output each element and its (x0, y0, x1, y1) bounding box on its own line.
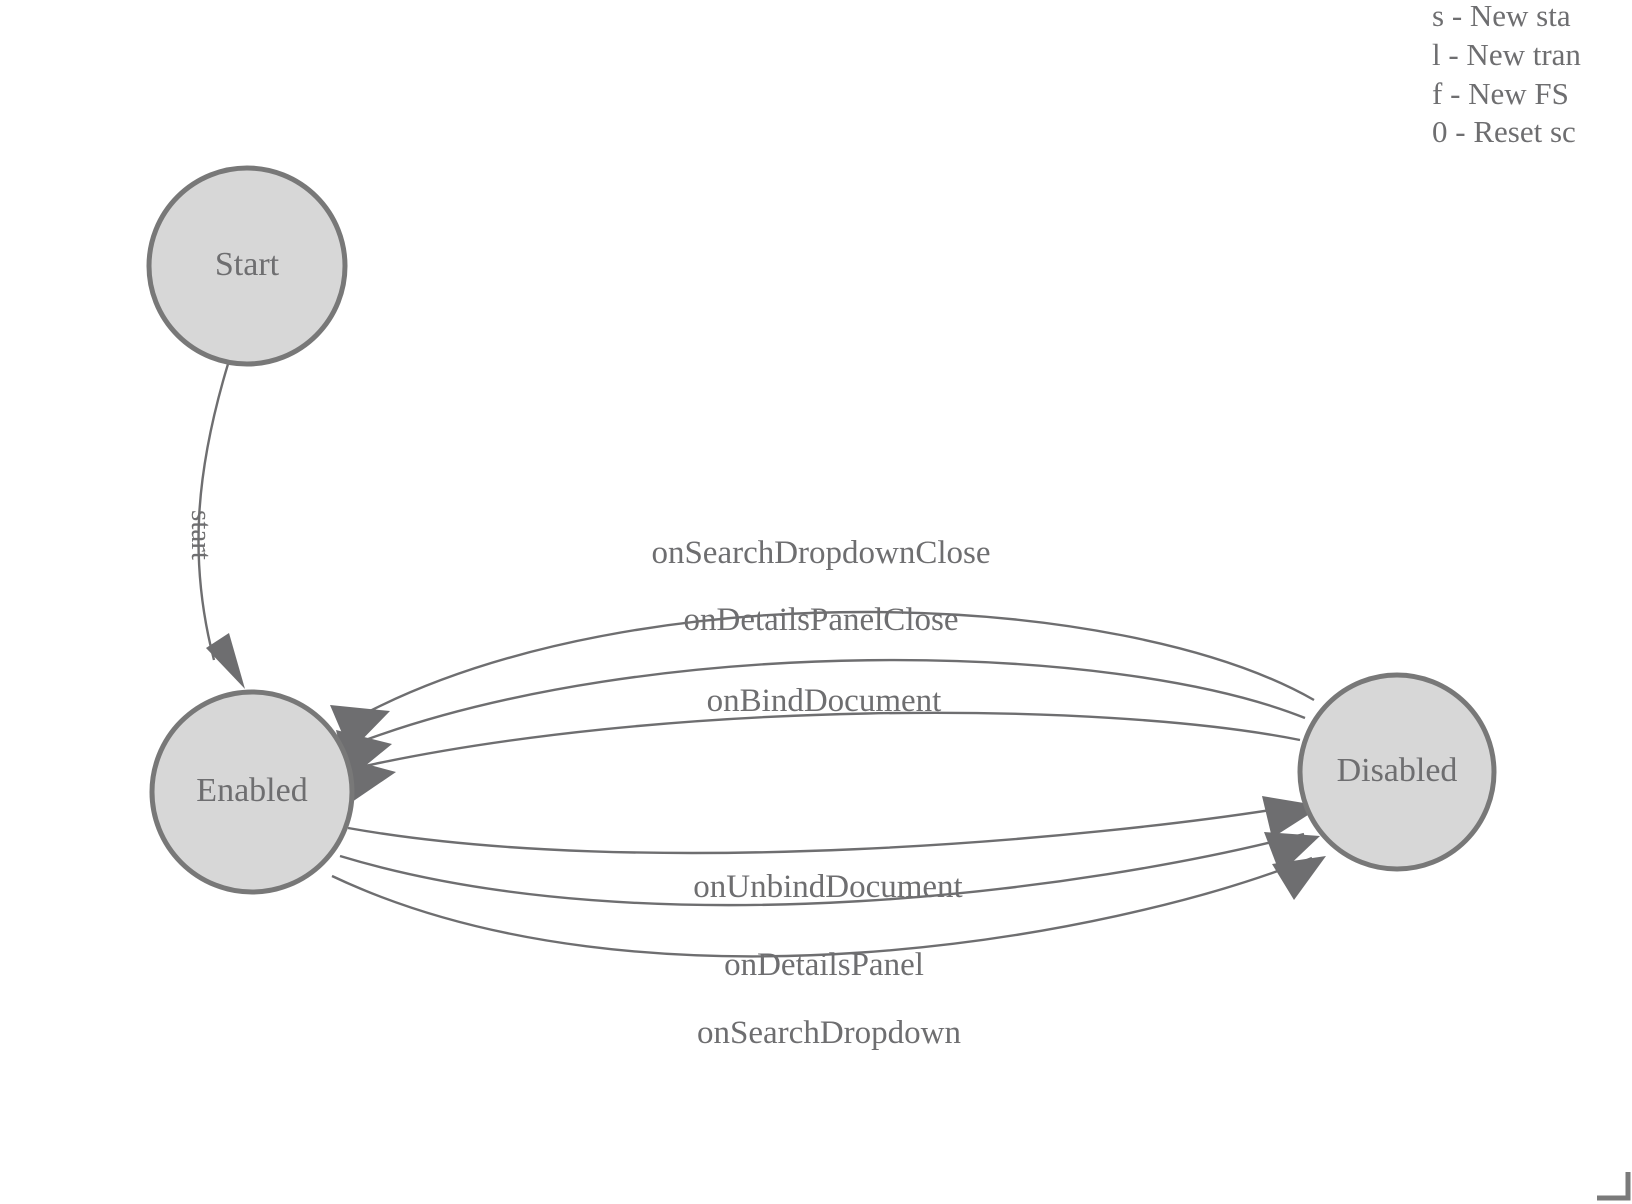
help-line-new-transition: l - New tran (1432, 37, 1581, 72)
state-node-disabled[interactable]: Disabled (1297, 672, 1497, 872)
state-circle-start[interactable] (146, 165, 348, 367)
arrowhead-onSearchDropdown (1272, 856, 1326, 900)
state-node-start[interactable]: Start (146, 165, 348, 367)
state-node-enabled[interactable]: Enabled (149, 689, 355, 895)
transition-onDetailsPanel-path[interactable] (339, 832, 1305, 907)
transition-label-onBindDocument: onBindDocument (707, 683, 942, 719)
transition-start-path[interactable] (197, 363, 230, 661)
transition-start[interactable]: start (185, 363, 245, 689)
state-label-disabled: Disabled (1337, 752, 1458, 789)
transition-label-onDetailsPanelClose: onDetailsPanelClose (684, 602, 959, 638)
transition-onBindDocument[interactable]: onBindDocument (340, 683, 1301, 802)
transition-onUnbindDocument[interactable]: onUnbindDocument (347, 796, 1322, 905)
transition-label-onDetailsPanel: onDetailsPanel (724, 947, 924, 983)
help-line-reset-scene: 0 - Reset sc (1432, 114, 1576, 149)
transition-onDetailsPanel[interactable]: onDetailsPanel (339, 832, 1320, 983)
state-label-start: Start (215, 246, 280, 283)
resize-corner-handle[interactable] (1597, 1172, 1631, 1201)
help-line-new-state: s - New sta (1432, 0, 1571, 33)
transition-onSearchDropdown-path[interactable] (331, 856, 1313, 958)
transition-label-onSearchDropdownClose: onSearchDropdownClose (651, 535, 990, 571)
resize-corner-icon[interactable] (1597, 1172, 1631, 1201)
state-label-enabled: Enabled (196, 772, 307, 809)
transition-label-onSearchDropdown: onSearchDropdown (697, 1015, 961, 1051)
transition-label-start: start (185, 510, 217, 560)
transition-onSearchDropdownClose-path[interactable] (365, 610, 1315, 715)
transition-onSearchDropdown[interactable]: onSearchDropdown (331, 856, 1326, 1051)
transition-onDetailsPanelClose-path[interactable] (359, 658, 1306, 744)
help-line-new-fsm: f - New FS (1432, 76, 1569, 111)
state-circle-enabled[interactable] (149, 689, 355, 895)
help-overlay: s - New sta l - New tran f - New FS 0 - … (1432, 0, 1581, 149)
state-circle-disabled[interactable] (1297, 672, 1497, 872)
transition-onBindDocument-path[interactable] (355, 711, 1301, 770)
arrowhead-start-to-enabled (206, 633, 245, 689)
transition-label-onUnbindDocument: onUnbindDocument (693, 869, 962, 905)
transition-onSearchDropdownClose[interactable]: onSearchDropdownClose (330, 535, 1315, 752)
transition-onUnbindDocument-path[interactable] (347, 804, 1297, 855)
